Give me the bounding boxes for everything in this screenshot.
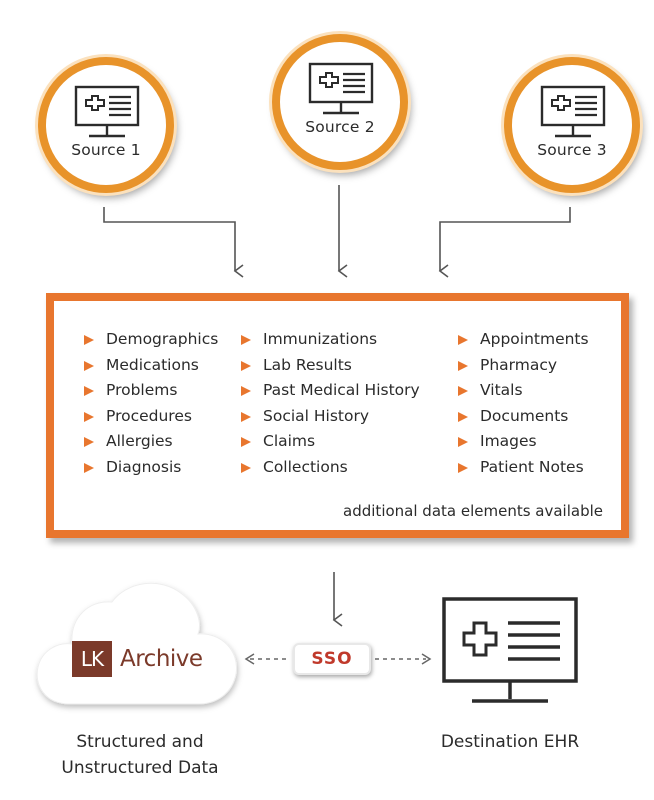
list-item: Diagnosis [84, 455, 218, 481]
triangle-bullet-icon [458, 360, 468, 371]
data-column-3: Appointments Pharmacy Vitals Documents I… [458, 327, 589, 481]
list-item: Social History [241, 404, 420, 430]
triangle-bullet-icon [241, 462, 251, 473]
medical-monitor-icon [308, 62, 374, 115]
list-item: Vitals [458, 378, 589, 404]
triangle-bullet-icon [241, 437, 251, 448]
triangle-bullet-icon [84, 437, 94, 448]
list-item: Patient Notes [458, 455, 589, 481]
list-item: Pharmacy [458, 353, 589, 379]
source-1-circle: Source 1 [38, 57, 174, 193]
list-item: Past Medical History [241, 378, 420, 404]
destination-caption: Destination EHR [440, 732, 580, 752]
triangle-bullet-icon [458, 335, 468, 345]
data-elements-box: Demographics Medications Problems Proced… [46, 293, 629, 538]
triangle-bullet-icon [458, 386, 468, 397]
list-item: Documents [458, 404, 589, 430]
data-column-1: Demographics Medications Problems Proced… [84, 327, 218, 481]
list-item: Problems [84, 378, 218, 404]
list-item: Immunizations [241, 327, 420, 353]
triangle-bullet-icon [84, 386, 94, 397]
source-3-circle: Source 3 [504, 57, 640, 193]
triangle-bullet-icon [84, 462, 94, 473]
medical-monitor-icon [74, 85, 140, 138]
triangle-bullet-icon [241, 386, 251, 397]
source-1-label: Source 1 [71, 141, 141, 159]
triangle-bullet-icon [241, 360, 251, 371]
medical-monitor-icon [442, 597, 578, 703]
medical-monitor-icon [540, 85, 606, 138]
triangle-bullet-icon [241, 411, 251, 422]
source-2-circle: Source 2 [272, 34, 408, 170]
list-item: Claims [241, 429, 420, 455]
triangle-bullet-icon [84, 335, 94, 345]
list-item: Procedures [84, 404, 218, 430]
source-3-label: Source 3 [537, 141, 607, 159]
triangle-bullet-icon [84, 360, 94, 371]
list-item: Demographics [84, 327, 218, 353]
list-item: Images [458, 429, 589, 455]
additional-elements-note: additional data elements available [343, 502, 603, 520]
triangle-bullet-icon [458, 462, 468, 473]
triangle-bullet-icon [458, 411, 468, 422]
triangle-bullet-icon [84, 411, 94, 422]
triangle-bullet-icon [458, 437, 468, 448]
triangle-bullet-icon [241, 335, 251, 345]
sso-badge: SSO [293, 643, 371, 675]
archive-logo-text: Archive [120, 646, 203, 672]
archive-caption: Structured and Unstructured Data [61, 732, 219, 778]
list-item: Collections [241, 455, 420, 481]
lk-logo-mark: LK [72, 641, 112, 677]
data-column-2: Immunizations Lab Results Past Medical H… [241, 327, 420, 481]
source-2-label: Source 2 [305, 118, 375, 136]
arrow-source1 [103, 207, 244, 278]
list-item: Medications [84, 353, 218, 379]
list-item: Lab Results [241, 353, 420, 379]
arrow-source3 [438, 207, 571, 278]
list-item: Allergies [84, 429, 218, 455]
list-item: Appointments [458, 327, 589, 353]
